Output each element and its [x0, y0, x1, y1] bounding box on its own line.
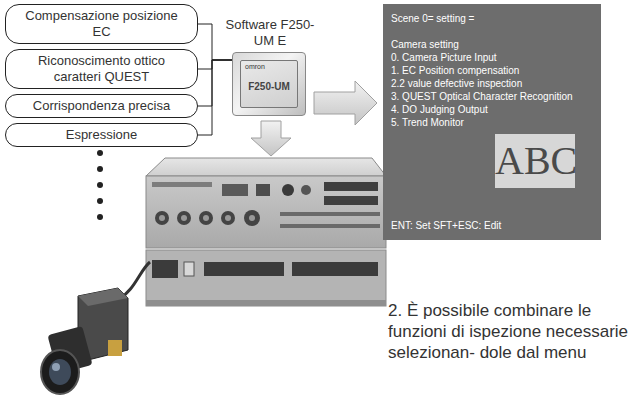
- function-name: Riconoscimento ottico caratteri QUEST: [15, 53, 188, 85]
- software-card: omronF250-UMSoftware F250-UM E: [232, 52, 306, 116]
- menu-item: 1. EC Position compensation: [391, 64, 593, 77]
- function-name: Espressione: [15, 127, 188, 143]
- bracket-line: [198, 60, 232, 106]
- function-pill: Espressione: [5, 123, 198, 147]
- menu-item: 0. Camera Picture Input: [391, 51, 593, 64]
- camera: [41, 262, 150, 394]
- menu-screen: Scene 0= setting = Camera setting0. Camer…: [383, 4, 601, 240]
- controller-unit: [146, 158, 386, 306]
- description-text: 2. È possibile combinare le funzioni di …: [388, 300, 638, 363]
- bracket-line: [198, 60, 232, 69]
- menu-item: 2.2 value defective inspection: [391, 77, 593, 90]
- function-name: Compensazione posizione EC: [15, 8, 188, 40]
- function-pill: Riconoscimento ottico caratteri QUEST: [5, 49, 198, 89]
- menu-item: 5. Trend Monitor: [391, 116, 593, 129]
- card-label: F250-UM: [241, 81, 297, 93]
- bracket-line: [198, 60, 232, 135]
- menu-item: 4. DO Judging Output: [391, 103, 593, 116]
- down-arrow: [251, 121, 291, 156]
- card-heading: Software F250-UM E: [225, 17, 315, 49]
- card-panel: omronF250-UM: [240, 60, 298, 108]
- brand-logo: omron: [245, 63, 265, 71]
- image-window: ABC: [495, 134, 575, 188]
- function-pill: Corrispondenza precisa: [5, 94, 198, 118]
- key-hint: ENT: Set SFT+ESC: Edit: [391, 219, 501, 232]
- screen-heading: Scene 0= setting =: [391, 12, 593, 25]
- menu-item: 3. QUEST Optical Character Recognition: [391, 90, 593, 103]
- sample-text: ABC: [495, 134, 575, 188]
- function-pill: Compensazione posizione EC: [5, 4, 198, 44]
- flow-arrow: [314, 81, 377, 125]
- screen-heading: Camera setting: [391, 38, 593, 51]
- continuation-dots: [97, 150, 103, 220]
- function-name: Corrispondenza precisa: [15, 98, 188, 114]
